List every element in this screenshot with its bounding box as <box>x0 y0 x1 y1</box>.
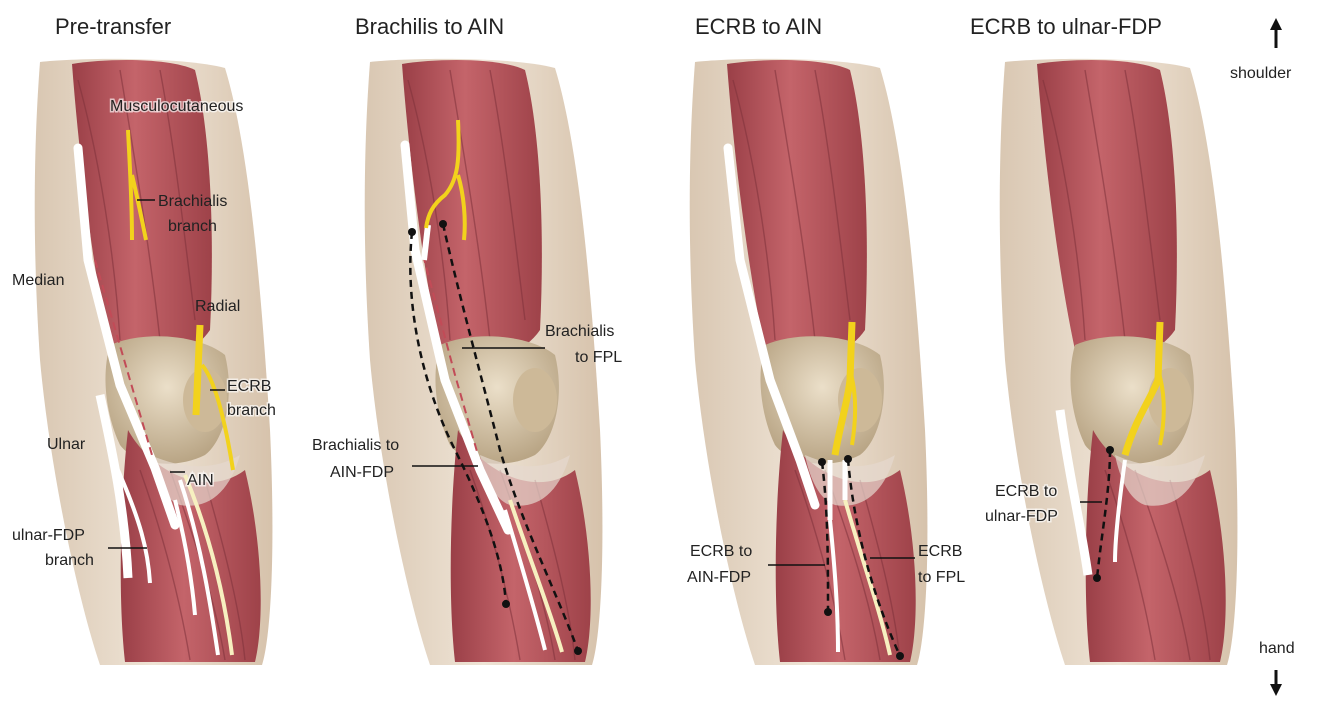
label-ecrb-branch-1: ECRB <box>227 378 271 395</box>
label-ulnar-fdp-branch-2: branch <box>45 552 94 569</box>
label-ecrb-to-ain-fdp-2: AIN-FDP <box>687 569 751 586</box>
label-radial: Radial <box>195 298 240 315</box>
arrow-up-icon <box>1270 18 1282 48</box>
label-brachialis-branch-1: Brachialis <box>158 193 227 210</box>
label-ecrb-to-ain-fdp-1: ECRB to <box>690 543 752 560</box>
panel-title: Pre-transfer <box>55 14 171 39</box>
panel-brachialis-to-ain: Brachilis to AIN Brachialis to FPL Brach… <box>312 14 622 665</box>
label-ecrb-to-ulnar-fdp-1: ECRB to <box>995 483 1057 500</box>
label-ecrb-to-fpl-2: to FPL <box>918 569 965 586</box>
label-brachialis-to-fpl-1: Brachialis <box>545 323 614 340</box>
label-brachialis-to-ain-fdp-1: Brachialis to <box>312 437 399 454</box>
label-brachialis-to-fpl-2: to FPL <box>575 349 622 366</box>
arrow-down-icon <box>1270 670 1282 696</box>
panel-title: ECRB to ulnar-FDP <box>970 14 1162 39</box>
label-ecrb-to-fpl-1: ECRB <box>918 543 962 560</box>
label-ecrb-branch-2: branch <box>227 402 276 419</box>
label-hand: hand <box>1259 640 1295 657</box>
label-ulnar: Ulnar <box>47 436 86 453</box>
label-median: Median <box>12 272 64 289</box>
label-ulnar-fdp-branch-1: ulnar-FDP <box>12 527 85 544</box>
label-ecrb-to-ulnar-fdp-2: ulnar-FDP <box>985 508 1058 525</box>
orientation-top: shoulder <box>1230 18 1292 82</box>
label-shoulder: shoulder <box>1230 65 1292 82</box>
orientation-bottom: hand <box>1259 640 1295 696</box>
panel-title: Brachilis to AIN <box>355 14 504 39</box>
panel-ecrb-to-ain: ECRB to AIN ECRB to AIN-FDP ECRB to FPL <box>687 14 965 665</box>
label-brachialis-branch-2: branch <box>168 218 217 235</box>
label-musculocutaneous: Musculocutaneous <box>110 98 243 115</box>
panel-title: ECRB to AIN <box>695 14 822 39</box>
label-brachialis-to-ain-fdp-2: AIN-FDP <box>330 464 394 481</box>
panel-ecrb-to-ulnar-fdp: ECRB to ulnar-FDP ECRB to ulnar-FDP <box>970 14 1237 665</box>
label-ain: AIN <box>187 472 214 489</box>
panel-pre-transfer: Pre-transfer Musculocutaneous Brachialis… <box>12 14 276 665</box>
